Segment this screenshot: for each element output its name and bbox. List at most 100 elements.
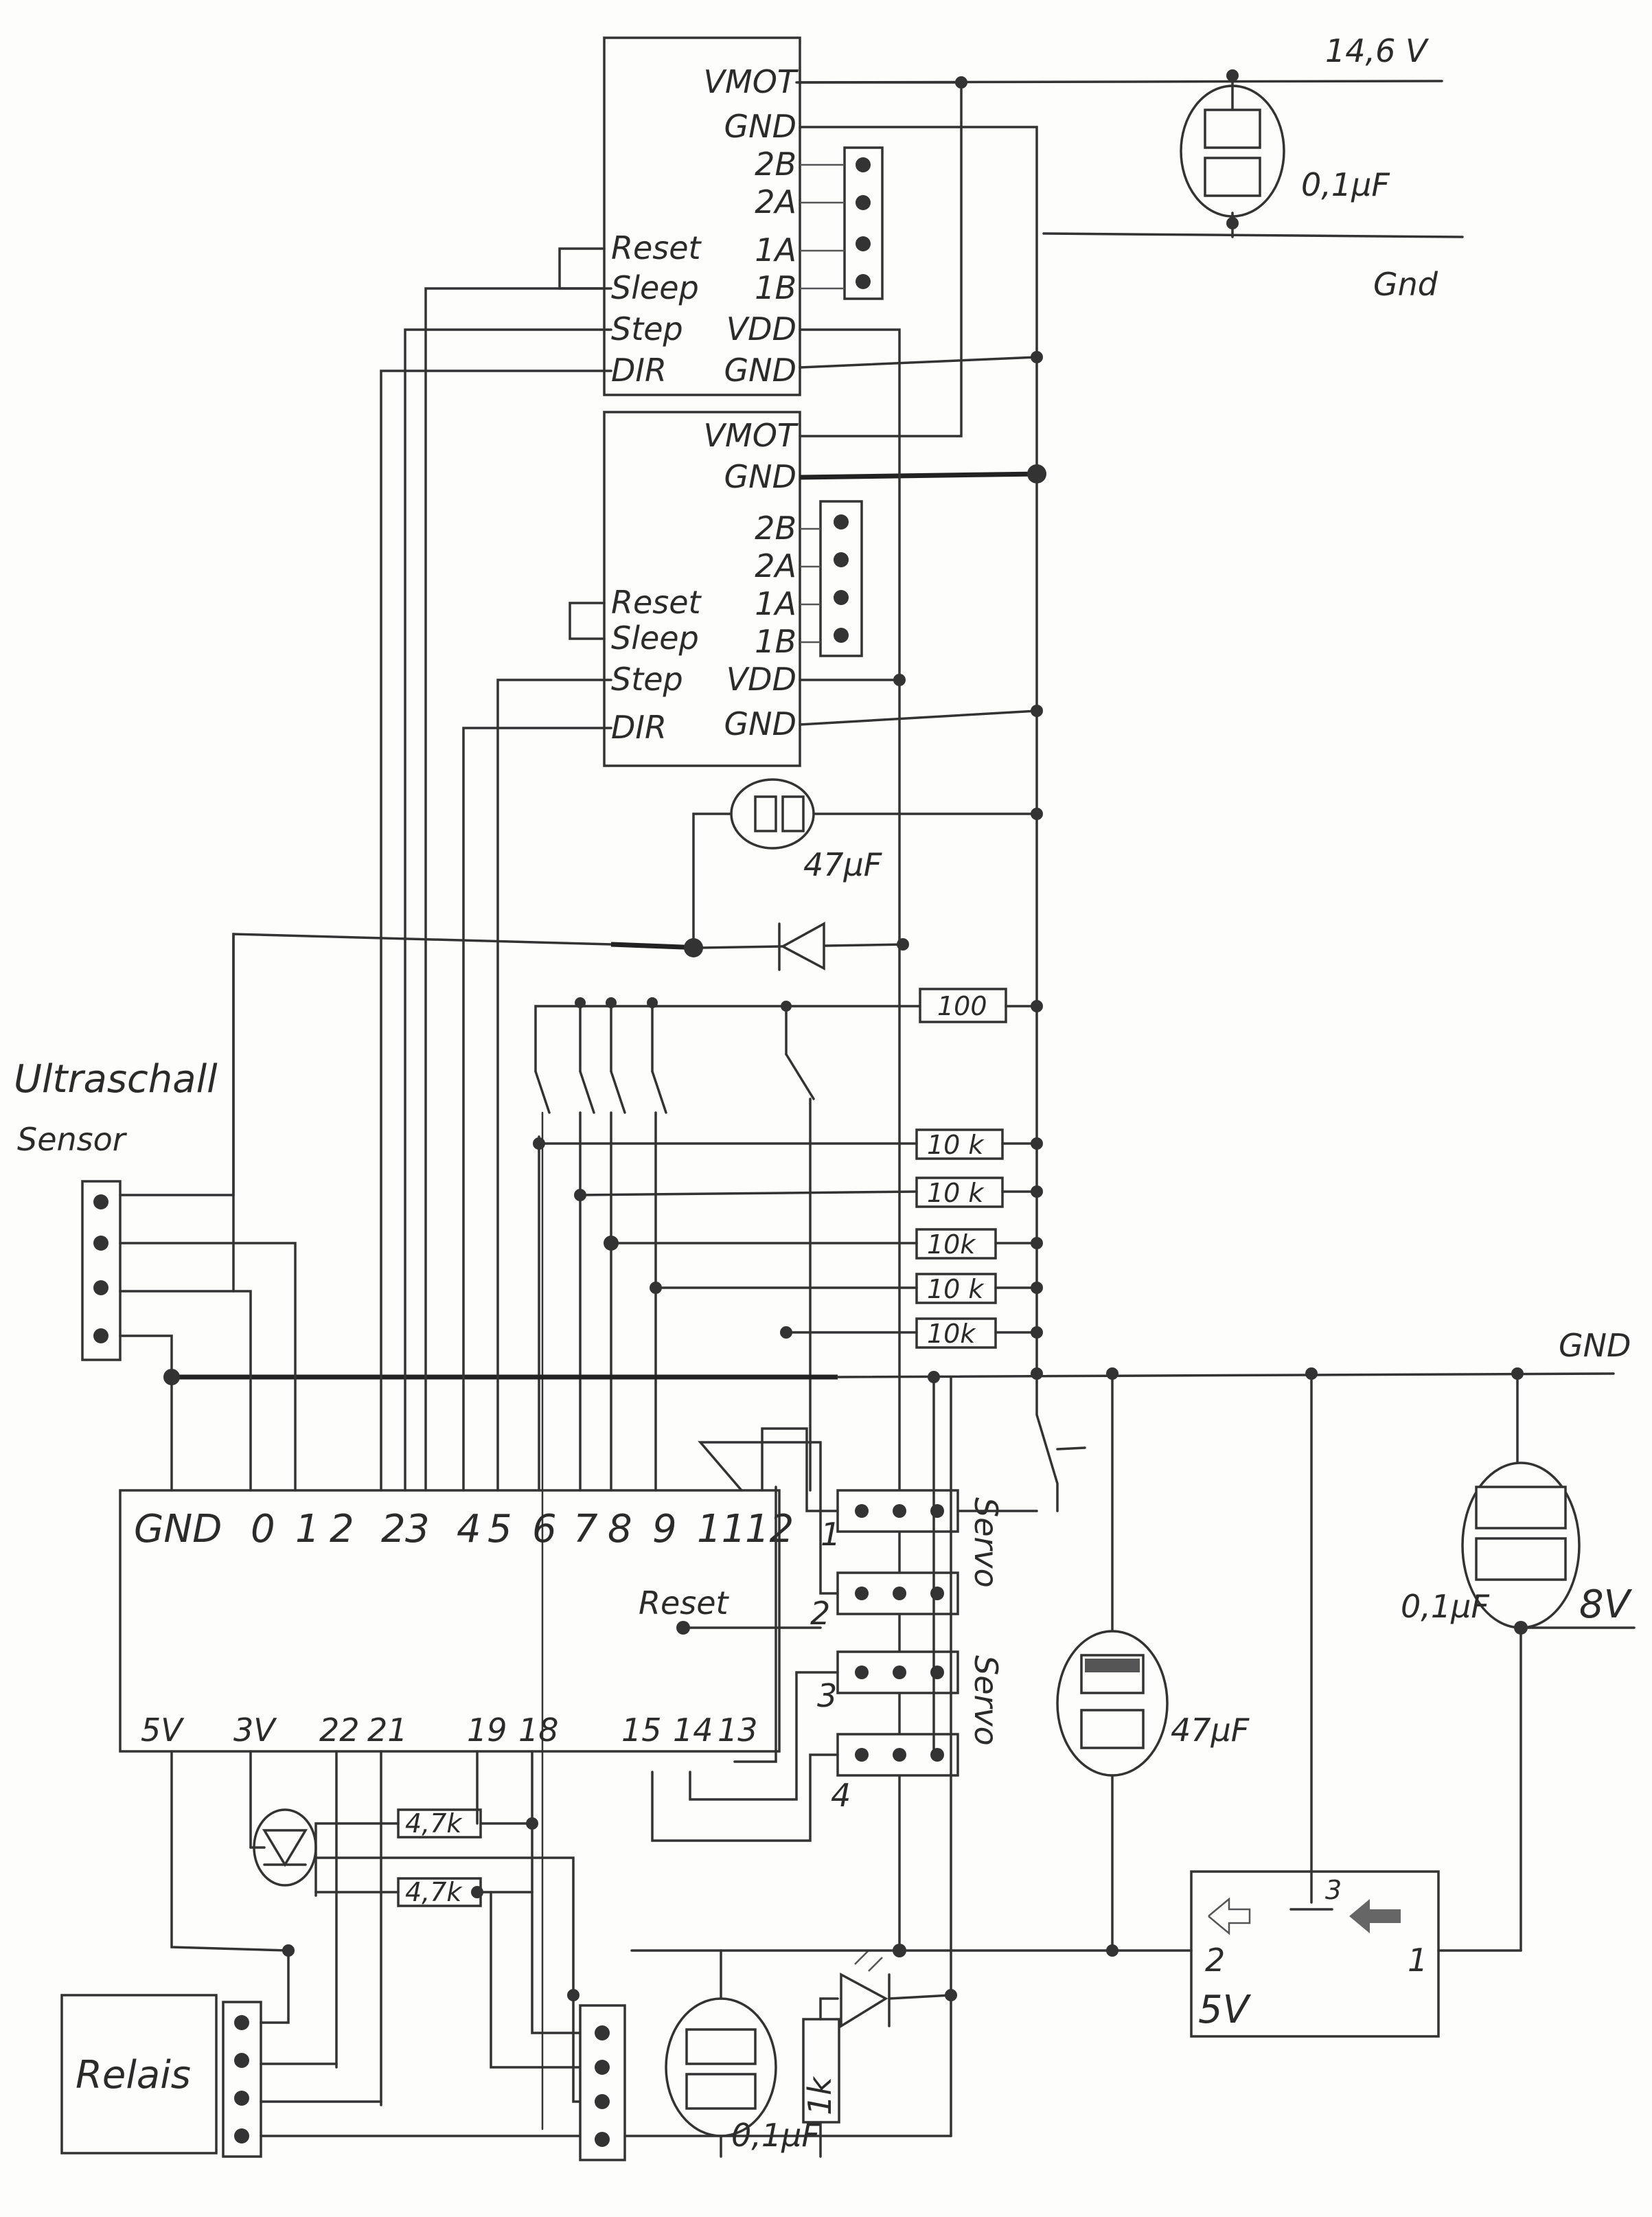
button-array (534, 997, 932, 2130)
bottom-connector (579, 2004, 626, 2161)
driver1-pin-dir: DIR (611, 352, 667, 389)
mcu-top-pin-5: 3 (405, 1507, 430, 1551)
bottom-cap-led: 0,1µF 1k (630, 1376, 957, 2158)
mcu-top-pin-11: 9 (652, 1507, 677, 1551)
mcu-bottom-pin-7: 14 (673, 1712, 713, 1749)
ultrasonic-sensor: Ultraschall Sensor (14, 933, 297, 1492)
mcu-top-pin-9: 7 (573, 1507, 598, 1551)
mcu-bottom-pin-4: 19 (467, 1712, 507, 1749)
input-voltage-label: 8V (1579, 1582, 1633, 1627)
main-gnd-rail: GND (163, 1327, 1631, 1512)
reg-pin-3: 3 (1325, 1875, 1342, 1905)
reg-output-label: 5V (1198, 1988, 1252, 2032)
driver1-pin-right-6: VDD (726, 310, 796, 348)
mcu-bottom-pin-6: 15 (621, 1712, 662, 1749)
driver2-pin-right-1: GND (724, 458, 796, 495)
resistor-47k-1-label: 4,7k (405, 1808, 463, 1839)
cap-47uf-top: 47µF (692, 778, 1043, 949)
input-capacitor: 0,1µF 8V (1401, 1372, 1636, 1952)
reg-pin-1: 1 (1408, 1942, 1427, 1979)
driver1-pin-right-5: 1B (755, 269, 796, 306)
resistor-column: 100 10 k 10 k 10k 10 k 10k (533, 988, 1043, 1349)
power-buses (799, 76, 1046, 1952)
driver1-pin-right-4: 1A (755, 231, 796, 269)
motor-supply-rails: 14,6 V Gnd (795, 32, 1464, 303)
driver1-pin-right-3: 2A (755, 183, 796, 220)
reg-pin-2: 2 (1205, 1942, 1225, 1979)
diode-line (232, 922, 909, 1293)
mcu-bottom-pin-5: 18 (518, 1712, 559, 1749)
driver2-pin-right-7: GND (724, 705, 796, 742)
motor-cap-label: 0,1µF (1301, 166, 1390, 203)
mcu-top-pin-7: 5 (487, 1507, 512, 1551)
driver2-pin-sleep: Sleep (611, 619, 699, 657)
driver2-pin-right-4: 1A (755, 585, 796, 622)
driver1-pin-right-2: 2B (755, 146, 796, 183)
driver1-pin-right-7: GND (724, 352, 796, 389)
mcu-bottom-pin-0: 5V (141, 1712, 185, 1749)
driver2-pin-step: Step (611, 661, 683, 698)
servo-side-label-2: Servo (967, 1655, 1005, 1746)
servo-number-4: 4 (831, 1777, 851, 1814)
mcu-top-pin-10: 8 (608, 1507, 632, 1551)
motor-voltage-label: 14,6 V (1325, 32, 1430, 69)
mcu-top-pin-3: 2 (330, 1507, 354, 1551)
voltage-regulator: 2 1 3 5V (898, 1372, 1522, 2038)
mcu-top-pin-8: 6 (532, 1507, 557, 1551)
driver1-pin-reset: Reset (611, 229, 702, 266)
driver1-pin-step: Step (611, 310, 683, 348)
resistor-10k-2-label: 10 k (927, 1178, 985, 1208)
cap-47-top-label: 47µF (803, 846, 882, 883)
driver1-pin-sleep: Sleep (611, 269, 699, 306)
motor-gnd-label: Gnd (1373, 266, 1438, 303)
input-cap-label: 0,1µF (1401, 1588, 1489, 1625)
mcu-bottom-pin-3: 21 (367, 1712, 408, 1749)
mcu-top-pin-1: 0 (251, 1507, 275, 1551)
resistor-10k-1-label: 10 k (927, 1130, 985, 1160)
driver1-pin-right-1: GND (724, 108, 796, 145)
driver2-pin-reset: Reset (611, 584, 702, 621)
resistor-10k-5-label: 10k (927, 1319, 976, 1349)
mcu-bottom-pin-8: 13 (718, 1712, 758, 1749)
relay-label: Relais (76, 2053, 191, 2097)
driver2-pin-right-6: VDD (726, 661, 796, 698)
resistor-1k-label: 1k (801, 2076, 838, 2115)
servo-number-2: 2 (810, 1595, 830, 1632)
mcu-top-pin-4: 2 (381, 1507, 406, 1551)
servo-headers: 1 2 3 4 Servo Servo (651, 1376, 1038, 1842)
resistor-100-label: 100 (937, 991, 987, 1021)
mcu-bottom-pin-1: 3V (233, 1712, 277, 1749)
mcu-top-pin-6: 4 (457, 1507, 481, 1551)
mcu-top-pin-0: GND (134, 1507, 222, 1551)
sensor-subtitle: Sensor (17, 1121, 128, 1158)
cap-47-mid-label: 47µF (1171, 1712, 1250, 1749)
driver2-pin-right-5: 1B (755, 623, 796, 660)
motor-capacitor: 0,1µF (1180, 69, 1390, 238)
main-gnd-label: GND (1559, 1327, 1631, 1364)
mcu-top-pin-2: 1 (295, 1507, 320, 1551)
resistor-10k-3-label: 10k (927, 1229, 976, 1260)
servo-number-3: 3 (817, 1677, 837, 1714)
mcu-bottom-pin-2: 22 (319, 1712, 360, 1749)
resistor-10k-4-label: 10 k (927, 1274, 985, 1304)
lower-left-circuit: 4,7k 4,7k (170, 1750, 582, 2106)
sensor-title: Ultraschall (14, 1057, 218, 1102)
driver1-pin-right-0: VMOT (704, 63, 799, 100)
driver2-pin-dir: DIR (611, 709, 667, 746)
servo-number-1: 1 (821, 1516, 840, 1553)
driver2-pin-right-0: VMOT (704, 417, 799, 454)
driver-control-lines (380, 287, 612, 1492)
driver2-pin-right-3: 2A (755, 547, 796, 584)
mcu-reset-label: Reset (639, 1584, 730, 1622)
servo-side-label-1: Servo (967, 1497, 1005, 1588)
